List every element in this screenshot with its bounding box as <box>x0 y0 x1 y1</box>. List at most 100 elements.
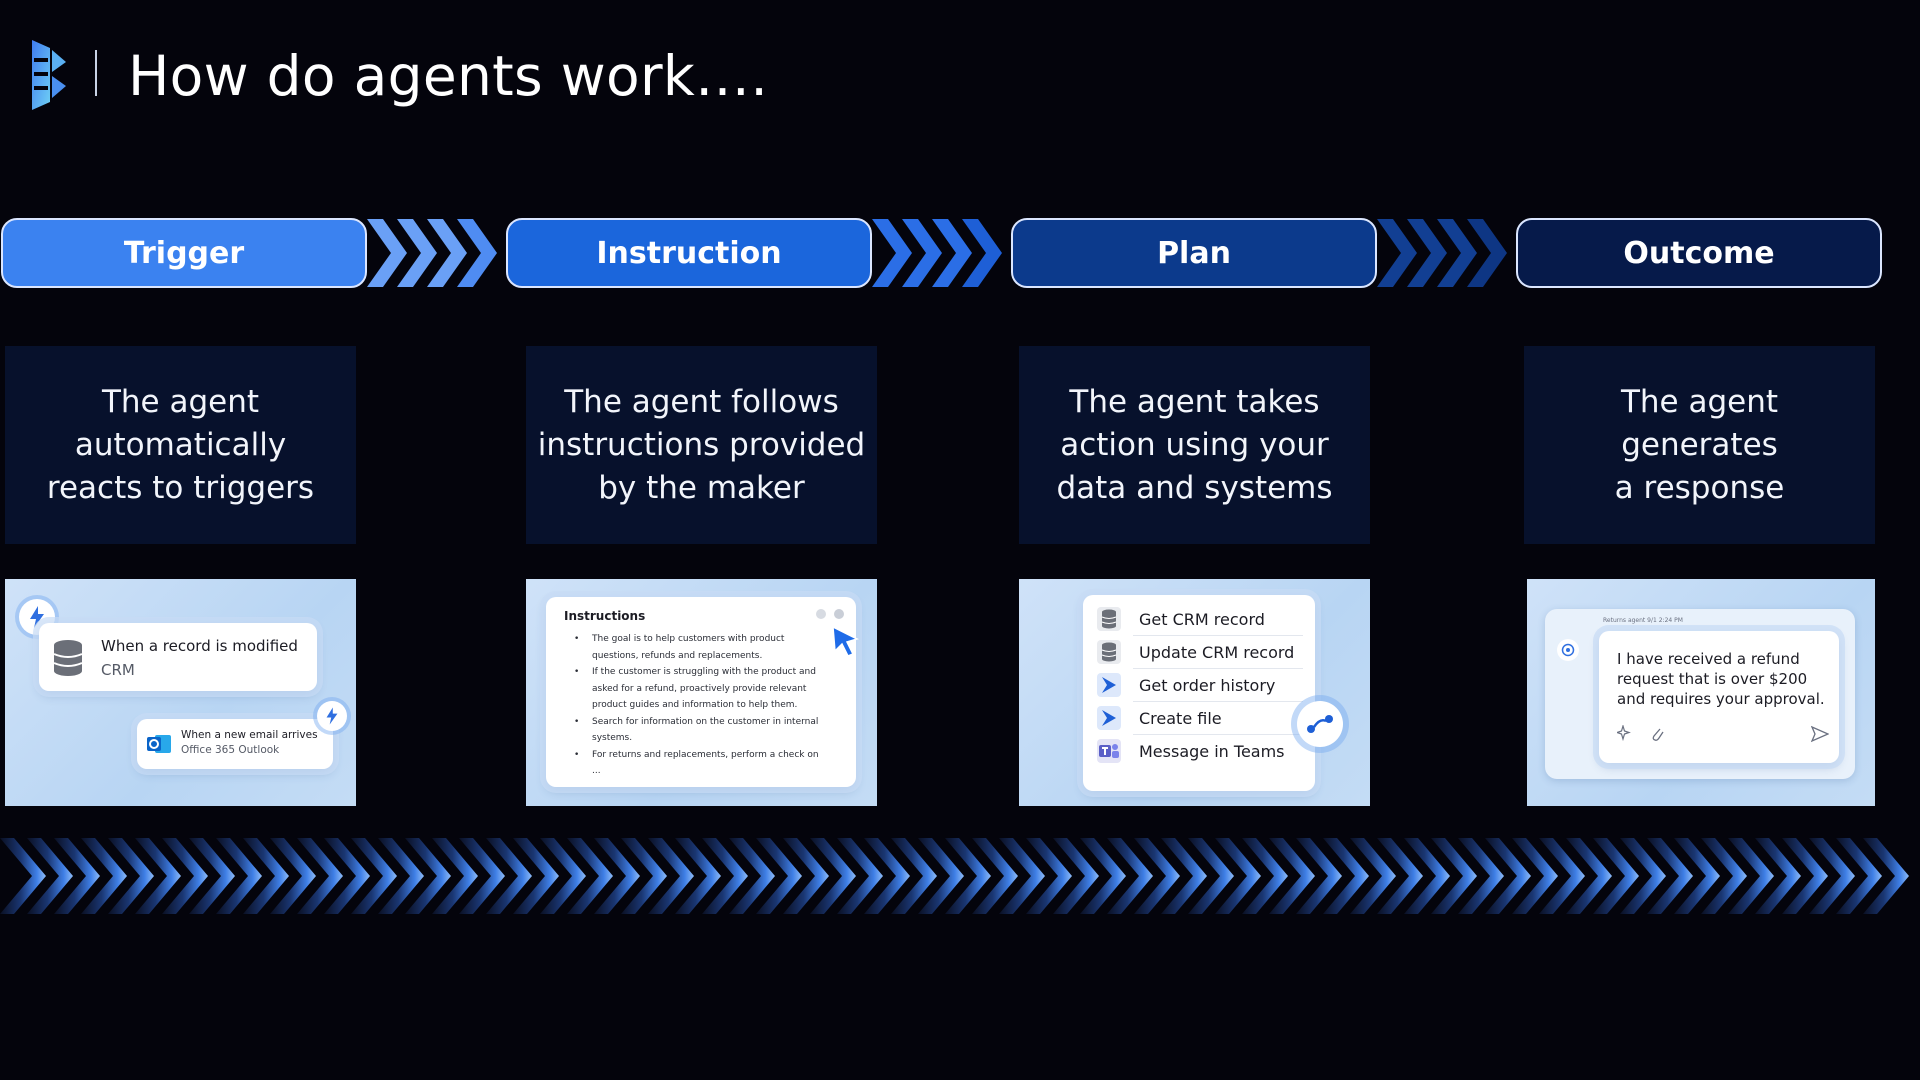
stage-instruction: Instruction <box>506 218 872 288</box>
band-chevron <box>1647 838 1693 914</box>
band-chevron <box>1269 838 1315 914</box>
band-chevron <box>1350 838 1396 914</box>
band-chevron <box>972 838 1018 914</box>
band-chevron <box>54 838 100 914</box>
band-chevron <box>1458 838 1504 914</box>
band-chevron <box>1566 838 1612 914</box>
band-chevron <box>324 838 370 914</box>
window-dot <box>834 609 844 619</box>
app-logo-icon <box>32 40 66 110</box>
cursor-icon <box>832 625 860 657</box>
lightning-icon <box>317 701 347 731</box>
band-chevron <box>1755 838 1801 914</box>
band-chevron <box>513 838 559 914</box>
band-chevron <box>1134 838 1180 914</box>
band-chevron <box>1242 838 1288 914</box>
window-dot <box>816 609 826 619</box>
plan-step: Update CRM record <box>1097 638 1294 666</box>
plan-step: Create file <box>1097 704 1222 732</box>
instruction-item: If the customer is struggling with the p… <box>568 664 838 681</box>
header-divider <box>95 50 97 96</box>
agent-message: I have received a refund request that is… <box>1617 650 1825 708</box>
send-icon[interactable] <box>1811 725 1829 743</box>
agent-avatar-icon <box>1557 639 1579 661</box>
band-chevron <box>405 838 451 914</box>
band-chevron <box>1404 838 1450 914</box>
stage-description-plan: The agent takes action using your data a… <box>1019 346 1370 544</box>
instructions-title: Instructions <box>564 609 646 623</box>
trigger-illustration: When a record is modified CRM When a new… <box>5 579 356 806</box>
flow-connector-icon <box>1297 701 1343 747</box>
instructions-card: Instructions The goal is to help custome… <box>546 597 856 787</box>
stage-plan: Plan <box>1011 218 1377 288</box>
band-chevron <box>1053 838 1099 914</box>
band-chevron <box>540 838 586 914</box>
trigger-card-crm: When a record is modified CRM <box>39 623 317 691</box>
progress-arrow-band <box>0 838 1909 914</box>
instructions-list: The goal is to help customers with produ… <box>568 631 838 780</box>
band-chevron <box>837 838 883 914</box>
chevron-connector-3-icon <box>1377 219 1507 287</box>
stage-trigger: Trigger <box>1 218 367 288</box>
band-chevron <box>621 838 667 914</box>
database-icon <box>1097 607 1121 631</box>
band-chevron <box>270 838 316 914</box>
teams-icon <box>1097 739 1121 763</box>
band-chevron <box>1026 838 1072 914</box>
band-chevron <box>459 838 505 914</box>
band-chevron <box>729 838 775 914</box>
instruction-item: Search for information on the customer i… <box>568 714 838 731</box>
stage-description-instruction: The agent follows instructions provided … <box>526 346 877 544</box>
stage-outcome: Outcome <box>1516 218 1882 288</box>
trigger-email-title: When a new email arrives <box>181 729 318 741</box>
plan-step: Message in Teams <box>1097 737 1285 765</box>
band-chevron <box>567 838 613 914</box>
band-chevron <box>1836 838 1882 914</box>
dynamics-icon <box>1097 706 1121 730</box>
stage-description-outcome: The agent generates a response <box>1524 346 1875 544</box>
instruction-item-cont: systems. <box>592 733 633 743</box>
database-icon <box>1097 640 1121 664</box>
band-chevron <box>216 838 262 914</box>
band-chevron <box>1161 838 1207 914</box>
band-chevron <box>1080 838 1126 914</box>
band-chevron <box>891 838 937 914</box>
sparkle-icon[interactable] <box>1617 725 1635 743</box>
band-chevron <box>1215 838 1261 914</box>
band-chevron <box>297 838 343 914</box>
trigger-email-source: Office 365 Outlook <box>181 744 280 756</box>
instruction-item: The goal is to help customers with produ… <box>568 631 838 648</box>
band-chevron <box>864 838 910 914</box>
band-chevron <box>1809 838 1855 914</box>
instruction-item-cont: ... <box>592 766 601 776</box>
band-chevron <box>162 838 208 914</box>
band-chevron <box>1674 838 1720 914</box>
instruction-illustration: Instructions The goal is to help custome… <box>526 579 877 806</box>
band-chevron <box>1701 838 1747 914</box>
band-chevron <box>351 838 397 914</box>
band-chevron <box>189 838 235 914</box>
band-chevron <box>27 838 73 914</box>
trigger-crm-title: When a record is modified <box>101 637 298 655</box>
agent-message-card: I have received a refund request that is… <box>1599 631 1839 763</box>
attachment-icon[interactable] <box>1649 725 1665 743</box>
plan-step: Get CRM record <box>1097 605 1265 633</box>
outlook-icon <box>147 735 171 753</box>
trigger-card-email: When a new email arrives Office 365 Outl… <box>137 719 333 769</box>
band-chevron <box>108 838 154 914</box>
plan-illustration: Get CRM record Update CRM record Get ord… <box>1019 579 1370 806</box>
instruction-item-cont: asked for a refund, proactively provide … <box>592 683 807 694</box>
band-chevron <box>1782 838 1828 914</box>
band-chevron <box>945 838 991 914</box>
database-icon <box>53 640 83 676</box>
band-chevron <box>1485 838 1531 914</box>
band-chevron <box>1593 838 1639 914</box>
page-title: How do agents work…. <box>128 44 769 108</box>
band-chevron <box>1323 838 1369 914</box>
band-chevron <box>702 838 748 914</box>
plan-step: Get order history <box>1097 671 1275 699</box>
band-chevron <box>1107 838 1153 914</box>
band-chevron <box>810 838 856 914</box>
band-chevron <box>432 838 478 914</box>
trigger-crm-source: CRM <box>101 661 135 679</box>
